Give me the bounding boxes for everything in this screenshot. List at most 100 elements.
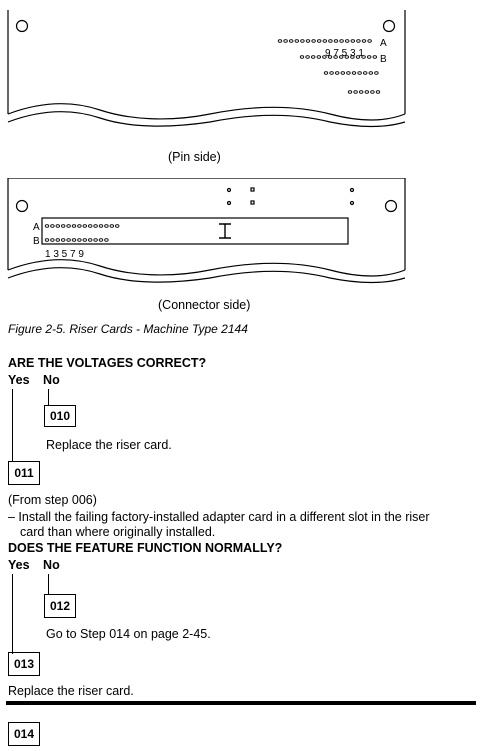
yes-label: Yes [8,558,30,572]
pin [50,238,55,242]
pin [311,39,316,43]
step-011-box: 011 [8,461,40,485]
row-a-label: A [380,38,387,49]
pin [114,224,120,228]
pin [66,224,71,228]
pin [344,55,349,59]
connector-side-caption: (Connector side) [158,298,251,312]
pin [345,39,350,43]
pin [322,55,327,59]
yes-branch-line [12,389,13,461]
voltages-question: ARE THE VOLTAGES CORRECT? [8,356,207,370]
pin [305,55,310,59]
pin [277,39,283,43]
pin [55,238,60,242]
yes-branch-line [12,574,13,654]
pin [283,39,288,43]
pin [339,39,344,43]
section-divider [6,701,476,705]
pin [367,39,372,43]
instruction-line-2: card than where originally installed. [20,525,216,539]
pin [77,238,82,242]
pin [289,39,294,43]
pin [327,55,333,59]
pin [50,224,55,228]
pin [361,55,366,59]
pin [87,238,93,242]
pin [370,90,375,94]
no-label: No [43,373,60,387]
pin [351,71,357,75]
pin [66,238,71,242]
pin [361,39,367,43]
figure-caption: Figure 2-5. Riser Cards - Machine Type 2… [8,322,248,336]
pin [350,39,355,43]
pin [340,71,345,75]
pin [61,224,66,228]
row-b-label: B [380,54,387,65]
pin [93,224,98,228]
pin [44,238,50,242]
step-010-action: Replace the riser card. [46,438,172,452]
riser-card-pin-side-diagram: A B 9 7 5 3 1 [7,10,406,128]
pin [335,71,340,75]
pin [44,224,50,228]
pin [372,55,377,59]
step-010-box: 010 [44,405,76,427]
pin [367,55,372,59]
pin [93,238,98,242]
pin [98,238,104,242]
pin [353,90,358,94]
pin-numbers: 1 3 5 7 9 [45,249,84,260]
pin [87,224,93,228]
yes-no-header: Yes No [8,373,60,387]
step-013-box: 013 [8,652,40,676]
no-branch-line [48,574,49,594]
pin [311,55,316,59]
step-012-action: Go to Step 014 on page 2-45. [46,627,211,641]
pin [333,39,339,43]
pin [300,39,305,43]
pin [323,71,329,75]
pin [104,224,109,228]
pin [98,224,104,228]
no-label: No [43,558,60,572]
row-b-label: B [33,236,40,247]
pin [328,39,333,43]
pin [350,55,355,59]
pin [333,55,338,59]
pin [357,71,362,75]
from-step-note: (From step 006) [8,493,97,507]
pin [71,238,77,242]
pin [363,71,368,75]
pin [82,224,87,228]
pin [356,39,361,43]
riser-card-connector-side-diagram: A B 1 3 5 7 9 [7,178,406,284]
pin [71,224,77,228]
pin [364,90,369,94]
pin [339,55,344,59]
no-branch-line [48,389,49,405]
pin-numbers: 9 7 5 3 1 [325,48,364,59]
yes-label: Yes [8,373,30,387]
pin [322,39,327,43]
feature-question: DOES THE FEATURE FUNCTION NORMALLY? [8,541,283,555]
row-a-label: A [33,222,40,233]
step-012-box: 012 [44,594,76,618]
pin [55,224,60,228]
pin [61,238,66,242]
pin [109,224,114,228]
pin [368,71,373,75]
instruction-line-1: – Install the failing factory-installed … [8,510,430,524]
pin [347,90,353,94]
pin [317,39,322,43]
pin [82,238,87,242]
pin-rows [277,39,381,94]
pin [299,55,305,59]
pin [77,224,82,228]
pin [316,55,321,59]
pin [294,39,299,43]
pin [104,238,109,242]
step-014-box: 014 [8,722,40,746]
pin [374,71,379,75]
